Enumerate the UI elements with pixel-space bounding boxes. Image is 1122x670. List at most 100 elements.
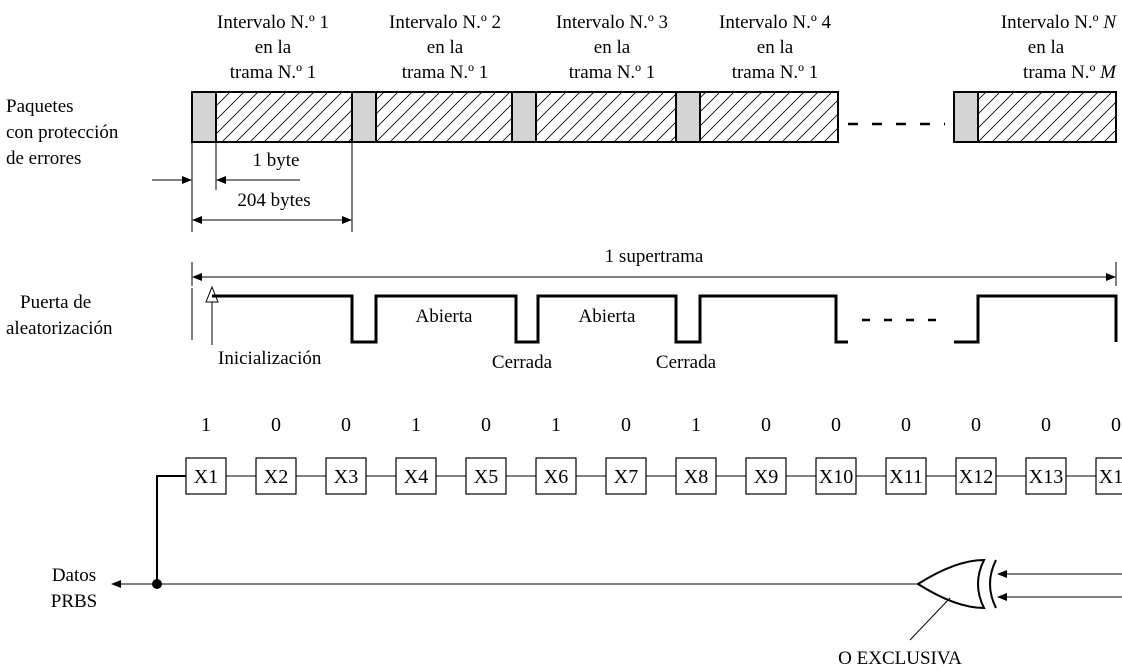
register-cell: X2 — [255, 457, 297, 495]
register-cell: X8 — [675, 457, 717, 495]
bit-value: 0 — [901, 414, 911, 436]
xor-back-arc — [989, 559, 997, 609]
packet-2 — [351, 91, 513, 143]
interval-3-line3: trama N.º 1 — [569, 62, 656, 83]
register-cell: X6 — [535, 457, 577, 495]
bit-value: 1 — [411, 414, 421, 436]
byte-label: 1 byte — [253, 150, 300, 171]
bit-value: 0 — [271, 414, 281, 436]
register-cell: X5 — [465, 457, 507, 495]
packet-n-sync-byte — [953, 91, 979, 143]
bit-value: 0 — [1041, 414, 1051, 436]
packet-3 — [511, 91, 677, 143]
register-cell: X10 — [815, 457, 857, 495]
cell-label: X14 — [1099, 466, 1122, 488]
cell-label: X8 — [684, 466, 708, 488]
interval-2-line2: en la — [427, 37, 464, 58]
packet-2-payload — [375, 91, 513, 143]
bit-value: 1 — [551, 414, 561, 436]
packet-row: Paquetes con protección de errores Inter… — [6, 12, 1117, 232]
interval-3-line1: Intervalo N.º 3 — [556, 12, 668, 33]
packets-label-line2: con protección — [6, 122, 119, 143]
register-cell: X12 — [955, 457, 997, 495]
register-cell: X14 — [1095, 457, 1122, 495]
gate-waveform-end — [954, 294, 1118, 344]
junction-dot — [152, 579, 162, 589]
xor-callout-line — [909, 597, 951, 641]
cell-label: X5 — [474, 466, 498, 488]
packet-2-sync-byte — [351, 91, 377, 143]
register-cell: X13 — [1025, 457, 1067, 495]
interval-4-line2: en la — [757, 37, 794, 58]
register-cell: X7 — [605, 457, 647, 495]
feedback-line — [156, 475, 186, 584]
bit-value: 0 — [971, 414, 981, 436]
packet-1-sync-byte — [191, 91, 217, 143]
interval-2-line1: Intervalo N.º 2 — [389, 12, 501, 33]
superframe-label: 1 supertrama — [605, 246, 704, 267]
bit-value: 0 — [621, 414, 631, 436]
interval-n-line3: trama N.º M — [1023, 62, 1117, 83]
closed-label-2: Cerrada — [656, 352, 717, 373]
interval-heading-n: Intervalo N.º N en la trama N.º M — [1001, 12, 1117, 83]
interval-2-line3: trama N.º 1 — [402, 62, 489, 83]
bit-value: 0 — [481, 414, 491, 436]
register-cell: X9 — [745, 457, 787, 495]
interval-1-line2: en la — [255, 37, 292, 58]
interval-1-line1: Intervalo N.º 1 — [217, 12, 329, 33]
packets-label-line3: de errores — [6, 148, 81, 169]
open-label-1: Abierta — [416, 306, 474, 327]
open-label-2: Abierta — [579, 306, 637, 327]
packet-4-sync-byte — [675, 91, 701, 143]
xor-body — [916, 558, 986, 610]
packet-4 — [675, 91, 839, 143]
xor-label: O EXCLUSIVA — [838, 648, 962, 669]
packet-n — [953, 91, 1117, 143]
bit-value: 1 — [691, 414, 701, 436]
interval-heading-4: Intervalo N.º 4 en la trama N.º 1 — [719, 12, 831, 83]
closed-label-1: Cerrada — [492, 352, 553, 373]
cell-label: X3 — [334, 466, 358, 488]
cell-label: X7 — [614, 466, 638, 488]
cell-label: X2 — [264, 466, 288, 488]
gate-label-line1: Puerta de — [20, 292, 91, 313]
interval-4-line3: trama N.º 1 — [732, 62, 819, 83]
packet-1-payload — [215, 91, 353, 143]
output-label-line2: PRBS — [51, 591, 97, 612]
bytes-label: 204 bytes — [237, 190, 310, 211]
packet-4-payload — [699, 91, 839, 143]
xor-gate — [916, 558, 1122, 610]
cell-label: X11 — [889, 466, 923, 488]
bit-value: 0 — [831, 414, 841, 436]
gate-row: 1 supertrama Puerta de aleatorización In… — [6, 246, 1118, 373]
register-cell: X11 — [885, 457, 927, 495]
cell-label: X4 — [404, 466, 428, 488]
register-cell: X1 — [185, 457, 227, 495]
output-row: Datos PRBS O EXCLUSIVA — [51, 558, 1122, 669]
packet-3-payload — [535, 91, 677, 143]
gate-waveform — [212, 294, 848, 344]
interval-n-line1: Intervalo N.º N — [1001, 12, 1117, 33]
cell-label: X1 — [194, 466, 218, 488]
cell-label: X13 — [1029, 466, 1063, 488]
init-bits: 1 0 0 1 0 1 0 1 0 0 0 0 0 0 — [201, 414, 1121, 436]
cell-label: X10 — [819, 466, 853, 488]
packet-1 — [191, 91, 353, 143]
cell-label: X6 — [544, 466, 568, 488]
cell-label: X12 — [959, 466, 993, 488]
interval-heading-1: Intervalo N.º 1 en la trama N.º 1 — [217, 12, 329, 83]
register-cell: X3 — [325, 457, 367, 495]
output-label-line1: Datos — [52, 565, 96, 586]
interval-heading-3: Intervalo N.º 3 en la trama N.º 1 — [556, 12, 668, 83]
bit-value: 0 — [1111, 414, 1121, 436]
bit-value: 1 — [201, 414, 211, 436]
packet-n-payload — [977, 91, 1117, 143]
packets-label-line1: Paquetes — [6, 96, 74, 117]
init-label: Inicialización — [218, 348, 322, 369]
register-cells: X1 X2 X3 X4 X5 X6 X7 X8 X9 X10 X11 X12 X… — [185, 457, 1122, 495]
shift-register: 1 0 0 1 0 1 0 1 0 0 0 0 0 0 X1 X2 X3 X4 … — [156, 414, 1122, 584]
interval-4-line1: Intervalo N.º 4 — [719, 12, 831, 33]
register-cell: X4 — [395, 457, 437, 495]
gate-label-line2: aleatorización — [6, 318, 113, 339]
